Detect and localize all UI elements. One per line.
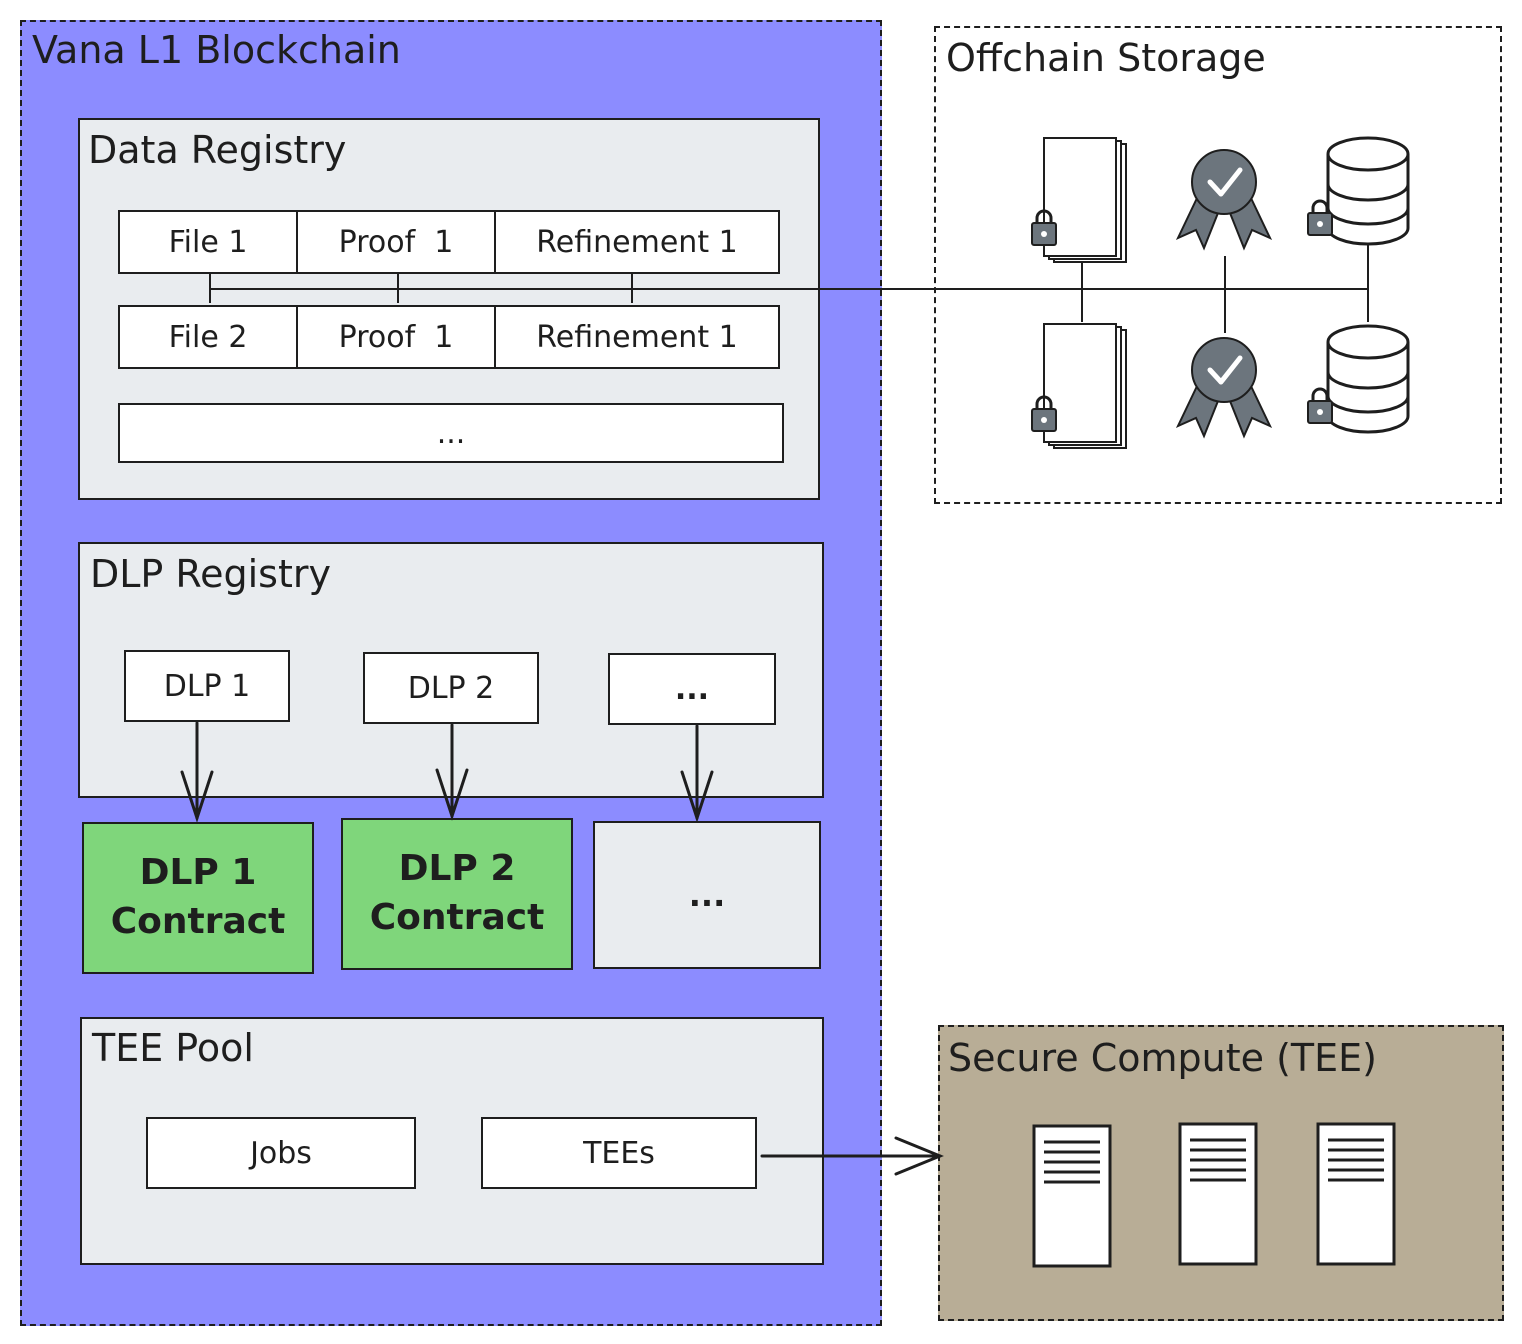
dlp-1-contract-line1: DLP 1 <box>139 852 257 894</box>
dlp-item-2: DLP 2 <box>363 652 539 724</box>
registry-to-storage-connector <box>209 236 1369 333</box>
dlp-item-1: DLP 1 <box>124 650 290 722</box>
data-registry-title: Data Registry <box>88 128 347 172</box>
server-icon <box>1032 1124 1112 1268</box>
dlp-2-contract: DLP 2 Contract <box>341 818 573 970</box>
data-cell-file-1: File 1 <box>118 210 298 274</box>
offchain-storage-container <box>934 26 1502 504</box>
tee-pool-title: TEE Pool <box>92 1026 254 1070</box>
dlp-1-contract-line2: Contract <box>110 901 286 942</box>
dlp-1-contract: DLP 1 Contract <box>82 822 314 974</box>
offchain-storage-title: Offchain Storage <box>946 36 1266 80</box>
dlp-registry-title: DLP Registry <box>90 552 331 596</box>
blockchain-title: Vana L1 Blockchain <box>32 28 401 72</box>
data-cell-proof-2: Proof 1 <box>296 305 496 369</box>
data-cell-proof-1: Proof 1 <box>296 210 496 274</box>
dlp-more-arrow <box>680 724 714 823</box>
dlp-item-more: ... <box>608 653 776 725</box>
locked-document-icon <box>1030 137 1127 263</box>
tees-to-secure-compute-arrow <box>760 1136 944 1176</box>
dlp-2-arrow <box>435 723 469 821</box>
certificate-icon <box>1178 338 1270 436</box>
locked-database-icon <box>1306 324 1410 434</box>
server-icon <box>1178 1122 1258 1266</box>
data-cell-refinement-1: Refinement 1 <box>494 210 780 274</box>
locked-database-icon <box>1306 136 1410 246</box>
tee-pool-jobs: Jobs <box>146 1117 416 1189</box>
server-icon <box>1316 1122 1396 1266</box>
certificate-icon <box>1178 150 1270 248</box>
dlp-2-contract-line1: DLP 2 <box>398 848 516 890</box>
data-cell-refinement-2: Refinement 1 <box>494 305 780 369</box>
dlp-2-contract-line2: Contract <box>369 897 545 938</box>
tee-pool-tees: TEEs <box>481 1117 757 1189</box>
dlp-1-arrow <box>180 721 214 823</box>
secure-compute-title: Secure Compute (TEE) <box>948 1036 1377 1080</box>
contract-more: ... <box>593 821 821 969</box>
data-row-more: ... <box>118 403 784 463</box>
data-cell-file-2: File 2 <box>118 305 298 369</box>
locked-document-icon <box>1030 323 1127 449</box>
